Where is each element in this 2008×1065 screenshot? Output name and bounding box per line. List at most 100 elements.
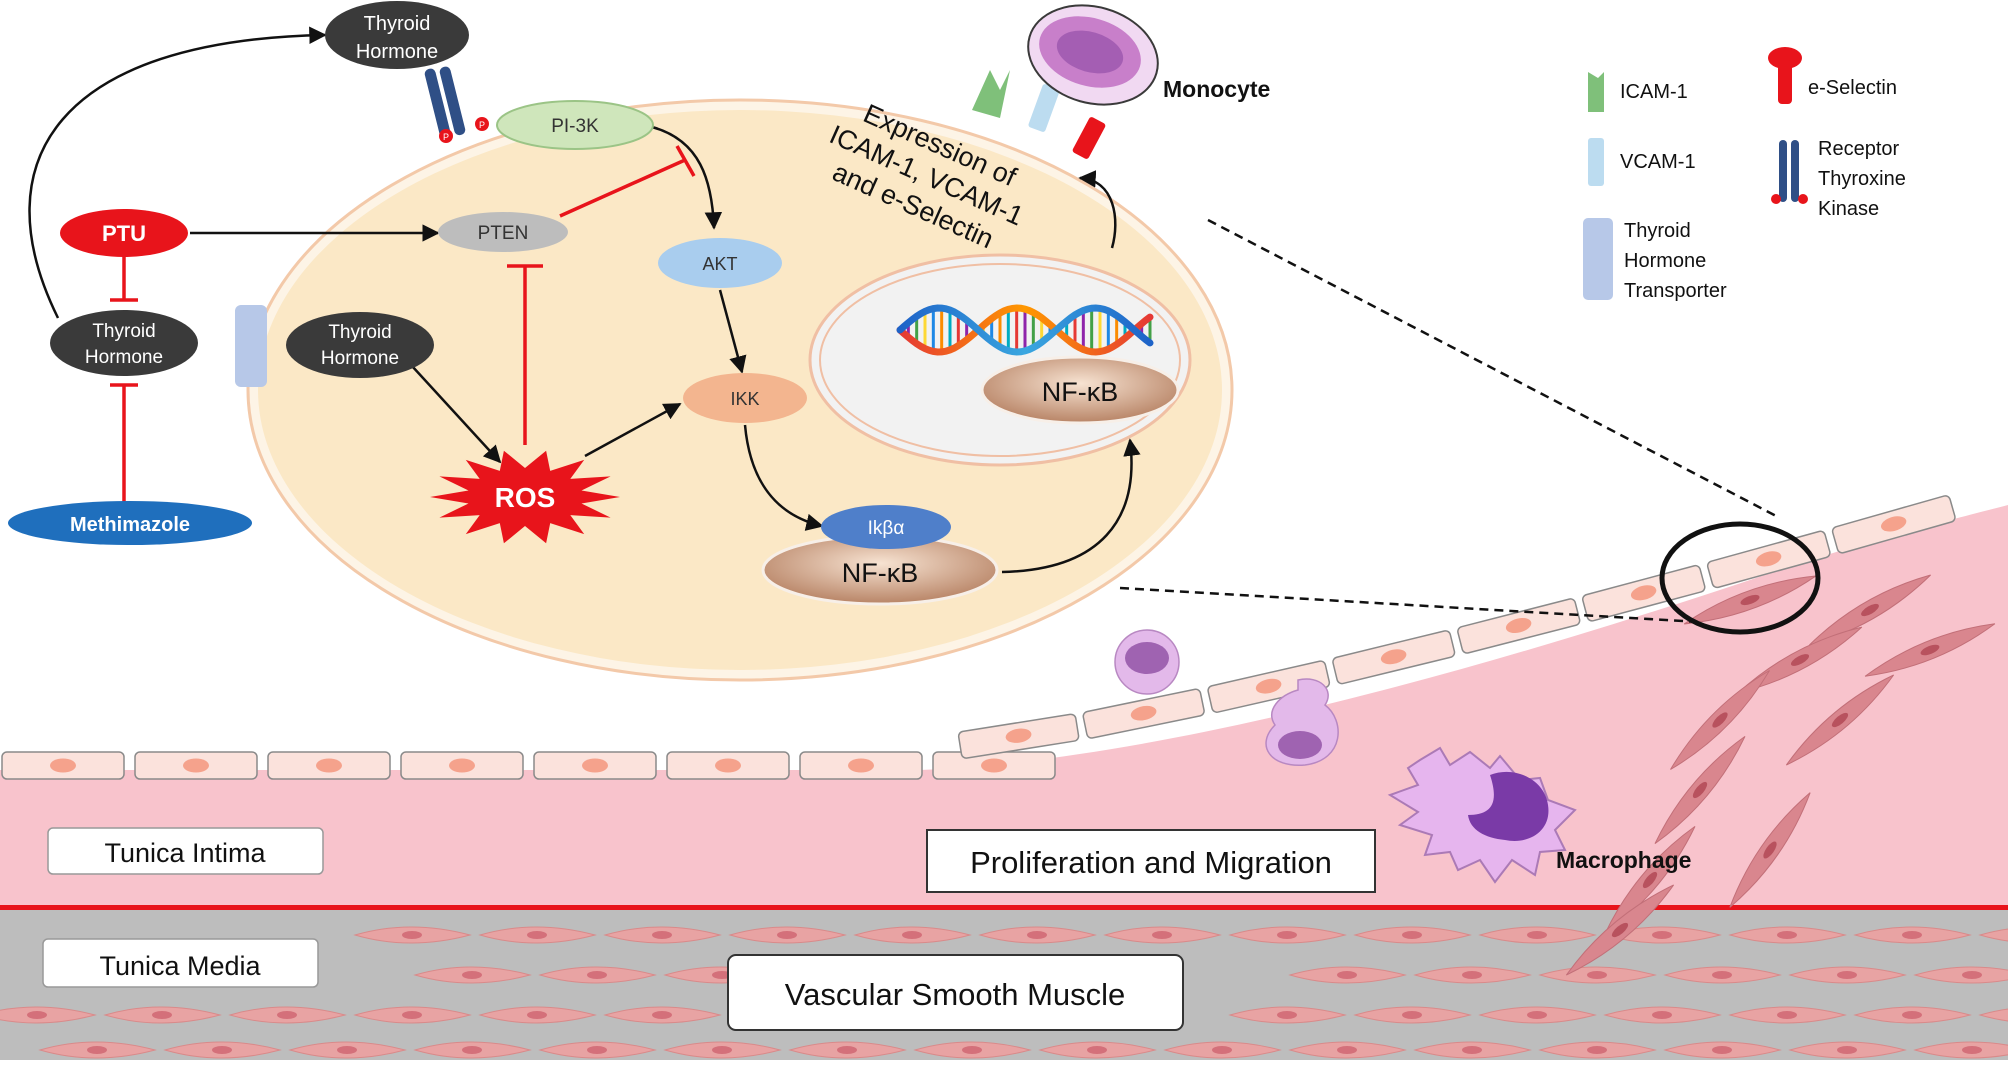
legend-icam1-icon xyxy=(1588,72,1604,112)
ikba-label: Ikβα xyxy=(868,518,905,539)
endothelial-cell xyxy=(1207,660,1331,713)
smooth-muscle-cell xyxy=(1728,1006,1847,1024)
legend-transporter-line3: Transporter xyxy=(1624,280,1727,302)
receptor-thyroxine-kinase: P P xyxy=(424,66,489,143)
arrow-akt-to-ikk xyxy=(718,289,747,374)
receptor-bar-left xyxy=(424,68,451,138)
small-monocyte-nucleus xyxy=(1125,642,1169,674)
pi3k-shape xyxy=(496,100,654,150)
arrow-nfkb-to-nucleus xyxy=(1001,438,1141,574)
endothelial-cell xyxy=(267,751,391,780)
smooth-muscle-cell xyxy=(163,1041,282,1059)
ptu-shape xyxy=(60,209,188,257)
node-thyroid-hormone-left: Thyroid Hormone xyxy=(50,310,198,376)
ptu-label: PTU xyxy=(102,221,146,246)
smooth-muscle-cell xyxy=(413,1041,532,1059)
nfkb-cytoplasm-label: NF-κB xyxy=(842,558,919,588)
smooth-muscle-cell xyxy=(288,1041,407,1059)
endothelial-cell xyxy=(666,751,790,780)
tunica-intima-box xyxy=(47,827,324,875)
ikk-shape xyxy=(683,373,807,423)
thyroid-hormone-top-line2: Hormone xyxy=(356,41,438,63)
vsm-tag: Vascular Smooth Muscle xyxy=(727,954,1184,1031)
smooth-muscle-cell xyxy=(1288,966,1407,984)
ros-label: ROS xyxy=(495,482,556,513)
smooth-muscle-cell xyxy=(1603,1006,1722,1024)
smooth-muscle-cell xyxy=(538,1041,657,1059)
smooth-muscle-cell xyxy=(1785,674,1895,766)
thyroid-hormone-left-shape xyxy=(50,310,198,376)
vsm-box xyxy=(727,954,1184,1031)
thyroid-hormone-transporter xyxy=(235,305,267,387)
legend-receptor-line3: Kinase xyxy=(1818,198,1879,220)
smooth-muscle-cell xyxy=(353,926,472,944)
smooth-muscle-cell xyxy=(228,1006,347,1024)
smooth-muscle-cell xyxy=(103,1006,222,1024)
legend-receptor-phospho-right xyxy=(1798,194,1808,204)
prolif-tag: Proliferation and Migration xyxy=(926,829,1376,893)
legend-transporter-line2: Hormone xyxy=(1624,250,1706,272)
smooth-muscle-cell xyxy=(478,1006,597,1024)
smooth-muscle-cell xyxy=(1737,626,1863,694)
vsm-label: Vascular Smooth Muscle xyxy=(785,977,1126,1012)
arrow-hormone-to-receptor xyxy=(28,26,327,319)
legend-eselectin: e-Selectin xyxy=(1768,47,1897,104)
legend-icam1-label: ICAM-1 xyxy=(1620,81,1688,103)
monocyte-label: Monocyte xyxy=(1163,76,1270,102)
node-ros: ROS xyxy=(430,450,620,544)
pi3k-label: PI-3K xyxy=(551,116,599,137)
smooth-muscle-cell xyxy=(1413,1041,1532,1059)
smooth-muscle-cell xyxy=(1353,1006,1472,1024)
svg-text:P: P xyxy=(443,132,449,142)
smooth-muscle-cell xyxy=(1228,1006,1347,1024)
arrow-pi3k-to-akt xyxy=(651,125,723,230)
smooth-muscle-cell xyxy=(1654,735,1746,845)
node-methimazole: Methimazole xyxy=(8,501,252,545)
smooth-muscle-cell xyxy=(1913,1041,2008,1059)
inhibit-pten-akt-bar xyxy=(675,145,696,177)
macrophage: Macrophage xyxy=(1387,746,1691,884)
pten-label: PTEN xyxy=(478,223,529,244)
legend-receptor: Receptor Thyroxine Kinase xyxy=(1771,138,1906,220)
dna-helix xyxy=(896,304,1154,356)
receptor-bar-right xyxy=(439,66,466,136)
methimazole-label: Methimazole xyxy=(70,514,190,536)
smooth-muscle-cell xyxy=(1663,966,1782,984)
endothelial-cell xyxy=(134,751,258,780)
node-thyroid-hormone-inner: Thyroid Hormone xyxy=(286,312,434,378)
smooth-muscle-cell xyxy=(1864,623,1996,677)
smooth-muscle-cells xyxy=(0,926,2008,1059)
smooth-muscle-cell xyxy=(913,1041,1032,1059)
smooth-muscle-cell xyxy=(728,926,847,944)
smooth-muscle-cell xyxy=(1978,1008,2008,1022)
smooth-muscle-cell xyxy=(353,1006,472,1024)
smooth-muscle-cell xyxy=(603,1006,722,1024)
legend-receptor-bar-left xyxy=(1779,140,1787,202)
endothelial-cell xyxy=(533,751,657,780)
pathway-arrows xyxy=(28,26,1141,574)
legend-receptor-line2: Thyroxine xyxy=(1818,168,1906,190)
node-ptu: PTU xyxy=(60,209,188,257)
smooth-muscle-cell xyxy=(1663,1041,1782,1059)
arrow-nucleus-to-membrane xyxy=(1078,170,1117,249)
transmigrating-monocyte-nucleus xyxy=(1278,731,1322,759)
smooth-muscle-cell xyxy=(1538,1041,1657,1059)
smooth-muscle-cell xyxy=(1729,792,1811,908)
prolif-label: Proliferation and Migration xyxy=(970,845,1332,880)
receptor-phospho-right xyxy=(475,117,489,131)
legend-icam1: ICAM-1 xyxy=(1588,72,1688,112)
ikba-shape xyxy=(821,505,951,549)
smooth-muscle-cell xyxy=(1288,1041,1407,1059)
thyroid-hormone-top-shape xyxy=(325,1,469,69)
endothelial-cell xyxy=(1332,630,1456,685)
media-intima-border xyxy=(0,905,2008,910)
svg-text:P: P xyxy=(479,120,485,130)
legend-receptor-bar-right xyxy=(1791,140,1799,202)
legend-vcam1: VCAM-1 xyxy=(1588,138,1696,186)
arrow-ros-to-ikk xyxy=(584,402,682,458)
tunica-media-tag: Tunica Media xyxy=(42,938,319,988)
endothelial-cell xyxy=(932,751,1056,780)
legend-receptor-phospho-left xyxy=(1771,194,1781,204)
